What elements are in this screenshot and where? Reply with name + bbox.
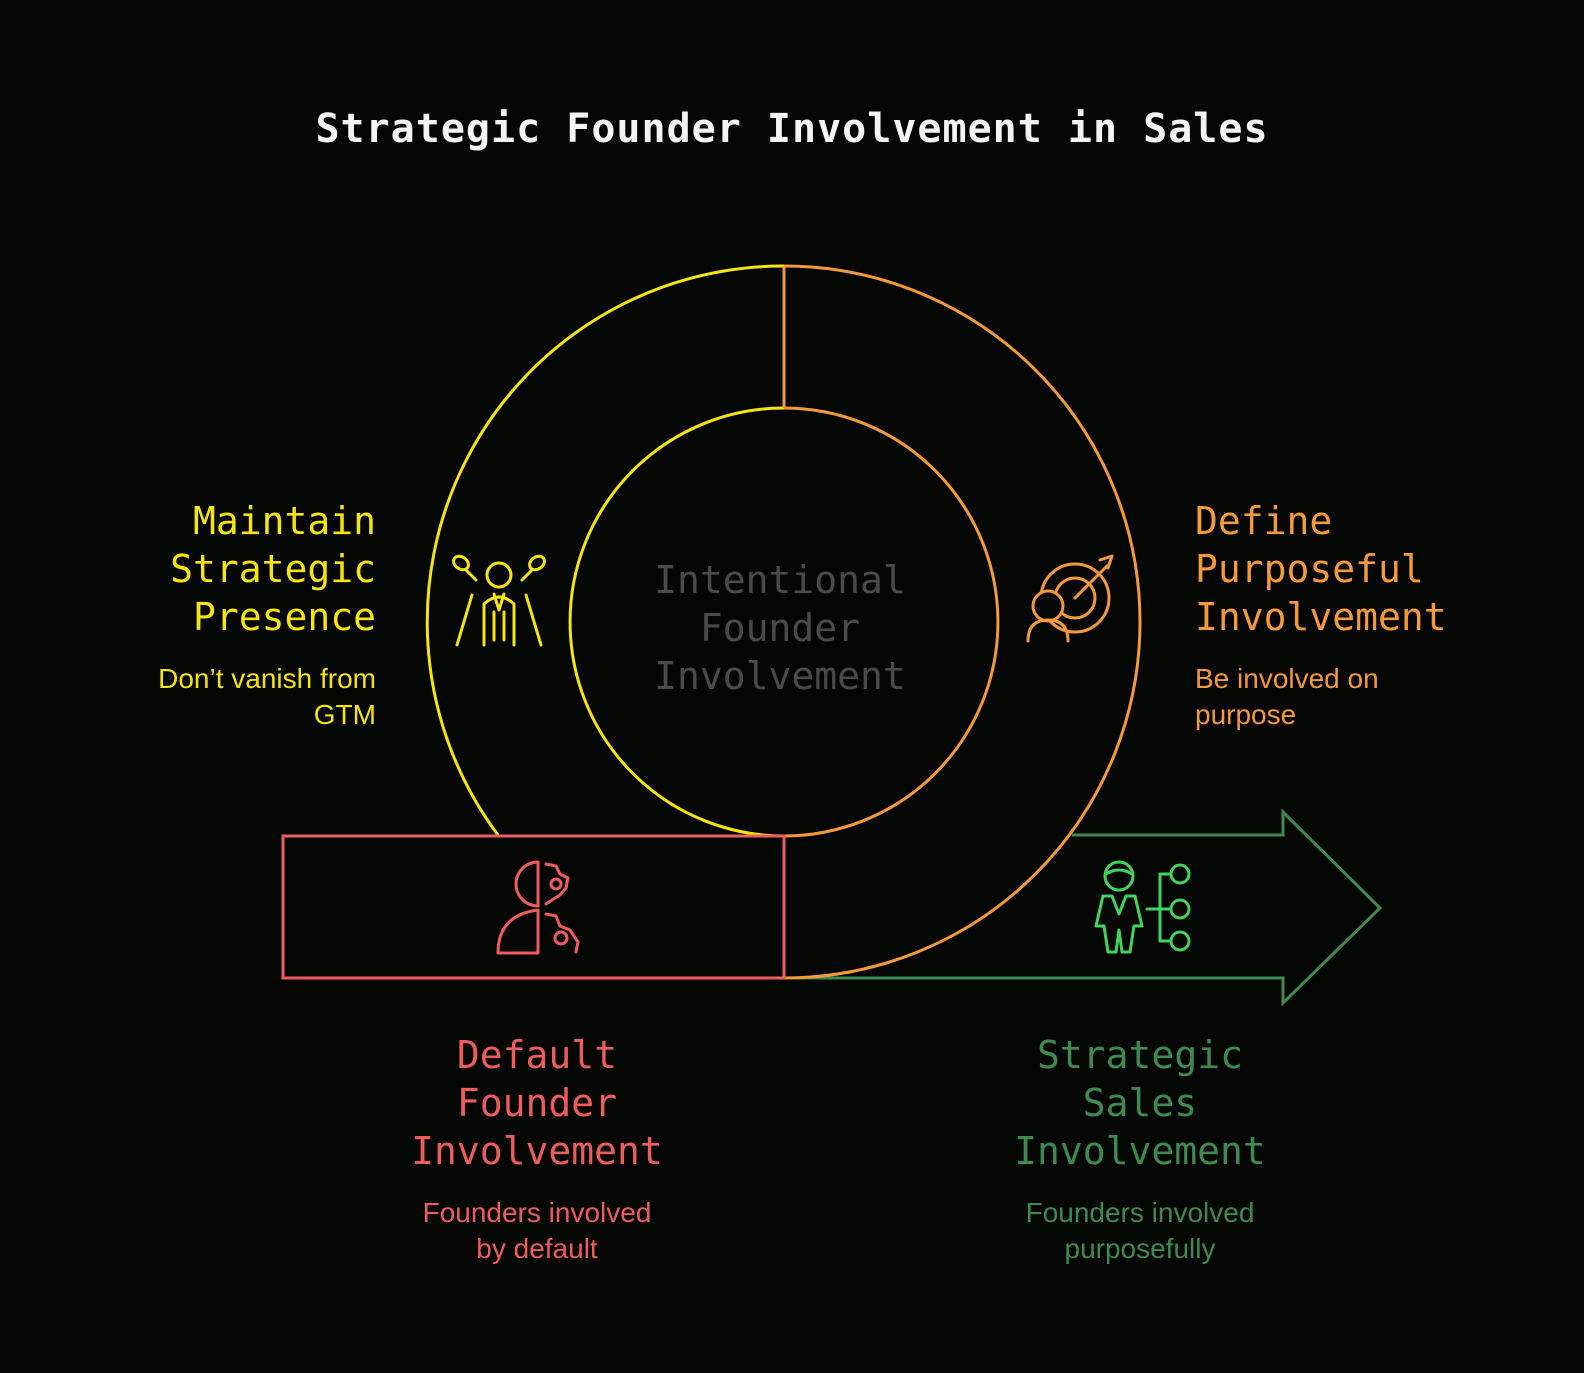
default-involvement-block: Default Founder Involvement Founders inv… (372, 1031, 702, 1267)
strategic-involvement-heading: Strategic Sales Involvement (1014, 1033, 1266, 1173)
strategic-arrow-shape (790, 808, 1383, 1007)
head-gears-icon (496, 860, 580, 955)
person-target-icon (1026, 554, 1114, 643)
maintain-presence-block: Maintain Strategic Presence Don’t vanish… (60, 497, 376, 733)
maintain-presence-desc: Don’t vanish from GTM (158, 663, 376, 730)
diagram-title: Strategic Founder Involvement in Sales (315, 106, 1269, 152)
inner-ring-left-arc (568, 406, 785, 838)
strategic-involvement-block: Strategic Sales Involvement Founders inv… (975, 1031, 1305, 1267)
inner-ring-right-arc (783, 406, 1000, 838)
center-label: Intentional Founder Involvement (654, 558, 906, 698)
define-involvement-desc: Be involved on purpose (1195, 663, 1379, 730)
outer-ring-right-arc (783, 264, 1142, 980)
default-involvement-desc: Founders involved by default (422, 1197, 652, 1264)
outer-ring-left-arc (425, 264, 785, 836)
maintain-presence-heading: Maintain Strategic Presence (170, 499, 376, 639)
define-involvement-heading: Define Purposeful Involvement (1195, 499, 1447, 639)
strategic-involvement-desc: Founders involved purposefully (1025, 1197, 1255, 1264)
default-involvement-heading: Default Founder Involvement (411, 1033, 663, 1173)
leader-spotlight-icon (452, 554, 546, 647)
person-network-icon (1094, 860, 1191, 954)
define-involvement-block: Define Purposeful Involvement Be involve… (1195, 497, 1555, 733)
